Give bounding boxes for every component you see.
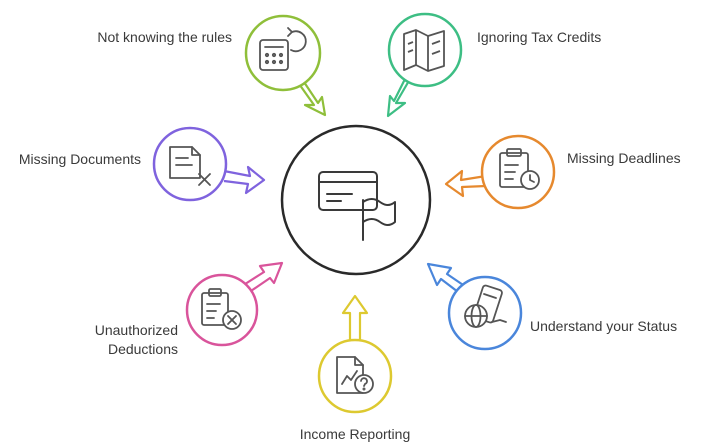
node-income-reporting	[317, 294, 393, 414]
map-icon	[403, 29, 445, 72]
credit-card-flag-icon	[318, 171, 396, 241]
node-ignoring-tax-credits	[386, 12, 463, 118]
node-missing-documents	[152, 126, 266, 202]
clipboard-cross-icon	[201, 288, 242, 330]
document-cross-icon	[169, 146, 211, 186]
label-missing-documents: Missing Documents	[18, 151, 141, 167]
node-not-knowing-rules	[244, 14, 327, 117]
chart-question-icon	[336, 356, 374, 394]
label-income-reporting: Income Reporting	[299, 426, 411, 442]
node-understand-status	[426, 262, 523, 351]
label-unauthorized-deductions-line2: Deductions	[107, 341, 178, 357]
node-missing-deadlines	[444, 134, 556, 210]
center-node	[280, 124, 432, 276]
passport-globe-icon	[464, 284, 507, 328]
label-unauthorized-deductions: Unauthorized Deductions	[40, 321, 178, 359]
clipboard-clock-icon	[499, 148, 540, 190]
label-unauthorized-deductions-line1: Unauthorized	[94, 322, 178, 338]
node-unauthorized-deductions	[185, 261, 284, 347]
label-understand-status: Understand your Status	[530, 318, 678, 334]
label-ignoring-tax-credits: Ignoring Tax Credits	[477, 29, 602, 45]
label-missing-deadlines: Missing Deadlines	[567, 150, 681, 166]
label-not-knowing-rules: Not knowing the rules	[97, 29, 232, 45]
calculator-refresh-icon	[259, 27, 307, 71]
